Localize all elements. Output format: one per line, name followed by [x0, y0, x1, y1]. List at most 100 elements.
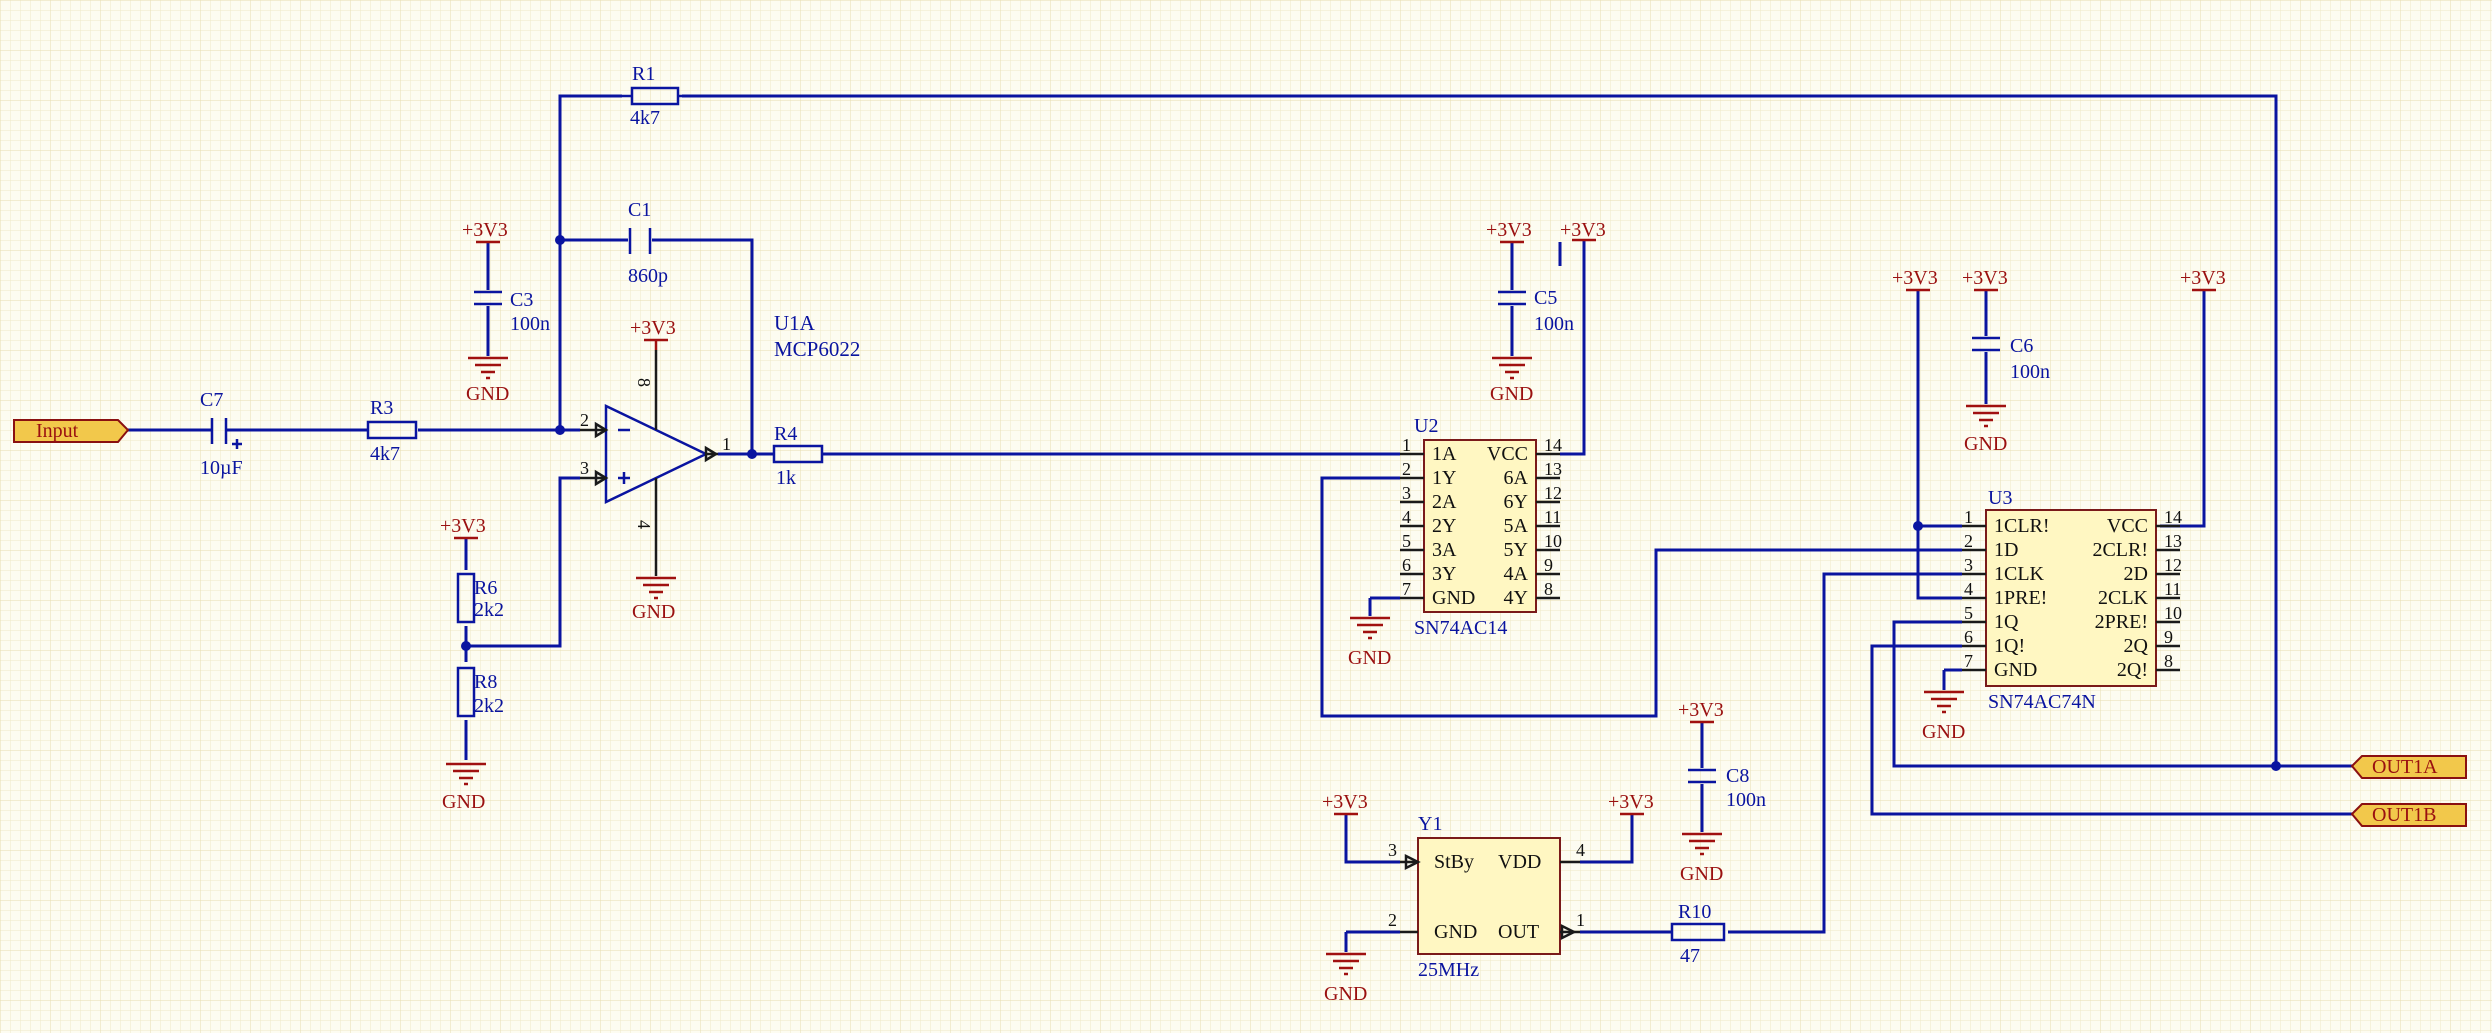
capacitor-c5[interactable]: C5 100n: [1498, 287, 1574, 335]
capacitor-c1[interactable]: C1 860p: [628, 199, 668, 287]
port-out1b-label: OUT1B: [2372, 804, 2436, 826]
r8-value: 2k2: [474, 695, 504, 717]
c7-ref: C7: [200, 389, 223, 411]
u3pins-right-pin-name: 2Q: [2124, 635, 2149, 657]
u2pins-left-pin-name: 2Y: [1432, 515, 1456, 537]
v33-label: +3V3: [1322, 791, 1368, 813]
gnd-label: GND: [466, 383, 509, 405]
u2pins-left-pin-number: 1: [1402, 435, 1411, 455]
resistor-r6[interactable]: R6 2k2: [456, 572, 504, 624]
ground-c8: GND: [1680, 832, 1723, 885]
u2pins-right-pin-number: 8: [1544, 579, 1553, 599]
resistor-r1[interactable]: R1 4k7: [622, 63, 690, 129]
u3pins-right-pin-name: VCC: [2107, 515, 2148, 537]
u2-ref: U2: [1414, 415, 1438, 437]
u1-pin-8: 8: [634, 378, 654, 387]
u2pins-left-pin-number: 7: [1402, 579, 1411, 599]
u3-ref: U3: [1988, 487, 2012, 509]
u2pins-left-pin-name: 1Y: [1432, 467, 1456, 489]
c6-ref: C6: [2010, 335, 2033, 357]
capacitor-c7[interactable]: C7 10µF: [200, 389, 243, 479]
y1-pin-4: 4: [1576, 840, 1585, 860]
u2pins-right-pin-name: VCC: [1487, 443, 1528, 465]
resistor-r8[interactable]: R8 2k2: [456, 666, 504, 718]
port-out1b[interactable]: OUT1B: [2350, 803, 2467, 827]
v33-label: +3V3: [1892, 267, 1938, 289]
u3pins-right-pin-name: 2Q!: [2117, 659, 2148, 681]
u3pins-left-pin-number: 7: [1964, 651, 1973, 671]
power-3v3-r6: +3V3: [440, 515, 486, 540]
ground-u2: GND: [1348, 616, 1391, 669]
v33-label: +3V3: [1678, 699, 1724, 721]
y1-out-label: OUT: [1498, 921, 1539, 943]
u2pins-right-pin-name: 6A: [1504, 467, 1529, 489]
c3-ref: C3: [510, 289, 533, 311]
opamp-u1a[interactable]: 2 3 1 8 4 U1A MCP6022: [580, 311, 860, 576]
r3-ref: R3: [370, 397, 393, 419]
u3pins-right-pin-name: 2CLR!: [2092, 539, 2148, 561]
port-out1a[interactable]: OUT1A: [2350, 755, 2467, 779]
power-3v3-u3-vcc: +3V3: [2180, 267, 2226, 292]
u2pins-left-pin-name: GND: [1432, 587, 1475, 609]
ground-c3: GND: [466, 356, 509, 405]
capacitor-c8[interactable]: C8 100n: [1688, 765, 1766, 811]
c7-value: 10µF: [200, 457, 243, 479]
power-3v3-c3: +3V3: [462, 219, 508, 244]
u2-value: SN74AC14: [1414, 617, 1507, 639]
y1-pin-3: 3: [1388, 840, 1397, 860]
oscillator-y1[interactable]: 3 2 4 1 StBy GND VDD OUT Y1 25MHz: [1388, 813, 1585, 981]
u3pins-left-pin-number: 6: [1964, 627, 1973, 647]
u2pins-right-pin-name: 5Y: [1504, 539, 1528, 561]
u2pins-right-pin-name: 4A: [1504, 563, 1529, 585]
capacitor-c6[interactable]: C6 100n: [1972, 335, 2050, 383]
u3pins-left-pin-name: 1CLK: [1994, 563, 2045, 585]
u2pins-left-pin-number: 3: [1402, 483, 1411, 503]
u2pins-right-pin-name: 5A: [1504, 515, 1529, 537]
ground-c5: GND: [1490, 356, 1533, 405]
c5-value: 100n: [1534, 313, 1574, 335]
c3-value: 100n: [510, 313, 550, 335]
u2pins-right-pin-number: 11: [1544, 507, 1561, 527]
u2pins-left-pin-number: 6: [1402, 555, 1411, 575]
u2pins-left-pin-number: 5: [1402, 531, 1411, 551]
u3pins-right-pin-number: 11: [2164, 579, 2181, 599]
c1-value: 860p: [628, 265, 668, 287]
resistor-r3[interactable]: R3 4k7: [366, 397, 418, 465]
gnd-label: GND: [1964, 433, 2007, 455]
u3pins-right-pin-name: 2D: [2124, 563, 2148, 585]
u2pins-right-pin-number: 12: [1544, 483, 1562, 503]
v33-label: +3V3: [1560, 219, 1606, 241]
power-3v3-c6: +3V3: [1962, 267, 2008, 292]
v33-label: +3V3: [630, 317, 676, 339]
v33-label: +3V3: [1608, 791, 1654, 813]
u1-pin-3: 3: [580, 458, 589, 478]
ground-c6: GND: [1964, 404, 2007, 455]
port-input-label: Input: [36, 420, 79, 442]
u2pins-right-pin-number: 10: [1544, 531, 1562, 551]
resistor-r10[interactable]: R10 47: [1670, 901, 1726, 967]
u2pins-right-pin-number: 13: [1544, 459, 1562, 479]
y1-pin-2: 2: [1388, 910, 1397, 930]
u3pins-left-pin-number: 3: [1964, 555, 1973, 575]
c1-ref: C1: [628, 199, 651, 221]
resistor-r4[interactable]: R4 1k: [772, 423, 824, 489]
capacitor-c3[interactable]: C3 100n: [474, 289, 550, 335]
y1-value: 25MHz: [1418, 959, 1479, 981]
u3pins-right-pin-number: 10: [2164, 603, 2182, 623]
u3pins-left-pin-name: 1D: [1994, 539, 2018, 561]
port-input[interactable]: Input: [13, 419, 130, 443]
c6-value: 100n: [2010, 361, 2050, 383]
y1-gnd-label: GND: [1434, 921, 1477, 943]
u3-value: SN74AC74N: [1988, 691, 2096, 713]
u3pins-left-pin-name: 1CLR!: [1994, 515, 2050, 537]
v33-label: +3V3: [2180, 267, 2226, 289]
v33-label: +3V3: [1962, 267, 2008, 289]
u3pins-left-pin-number: 2: [1964, 531, 1973, 551]
c8-ref: C8: [1726, 765, 1749, 787]
u3pins-right-pin-number: 8: [2164, 651, 2173, 671]
junctions: [461, 235, 2281, 771]
y1-ref: Y1: [1418, 813, 1442, 835]
